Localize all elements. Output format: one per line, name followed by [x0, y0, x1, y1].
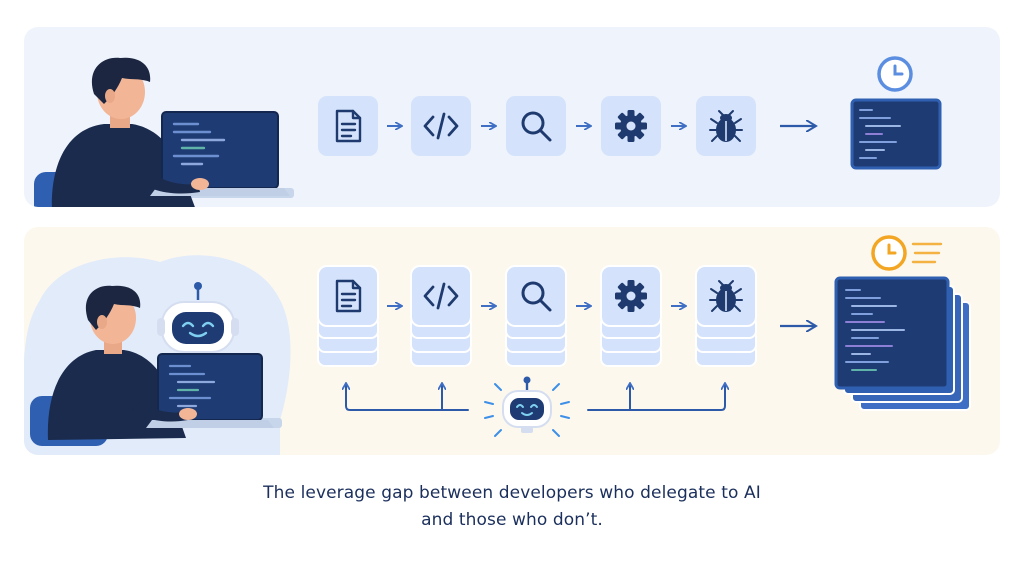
stack-top-tile [505, 265, 567, 327]
document-icon [335, 109, 362, 143]
gear-icon [615, 110, 647, 142]
bug-icon [709, 280, 743, 312]
search-icon [521, 111, 552, 142]
ai-parallel-workflow [317, 235, 971, 437]
single-output-screen [850, 98, 942, 170]
document-icon [335, 279, 362, 313]
tile-search [506, 96, 566, 156]
ai-assisted-developer-illustration [24, 255, 291, 455]
stack-top-tile [317, 265, 379, 327]
central-ai-robot [484, 376, 570, 437]
code-icon [423, 112, 459, 140]
ai-feedback-loops [346, 384, 725, 411]
caption-line-2: and those who don’t. [421, 510, 603, 530]
gear-icon [615, 280, 647, 312]
tile-document [318, 96, 378, 156]
multiple-output-screens [834, 276, 971, 411]
search-icon [521, 281, 552, 312]
manual-workflow [318, 56, 942, 170]
stack-code [410, 265, 472, 367]
stack-gear [600, 265, 662, 367]
caption-line-1: The leverage gap between developers who … [263, 483, 761, 503]
clock-icon [877, 56, 913, 92]
robot-assistant [157, 282, 239, 353]
fast-clock-icon [871, 235, 943, 271]
solo-developer-illustration [34, 57, 294, 207]
stack-bug [695, 265, 757, 367]
bug-icon [709, 110, 743, 142]
code-icon [423, 282, 459, 310]
stack-document [317, 265, 379, 367]
stack-search [505, 265, 567, 367]
